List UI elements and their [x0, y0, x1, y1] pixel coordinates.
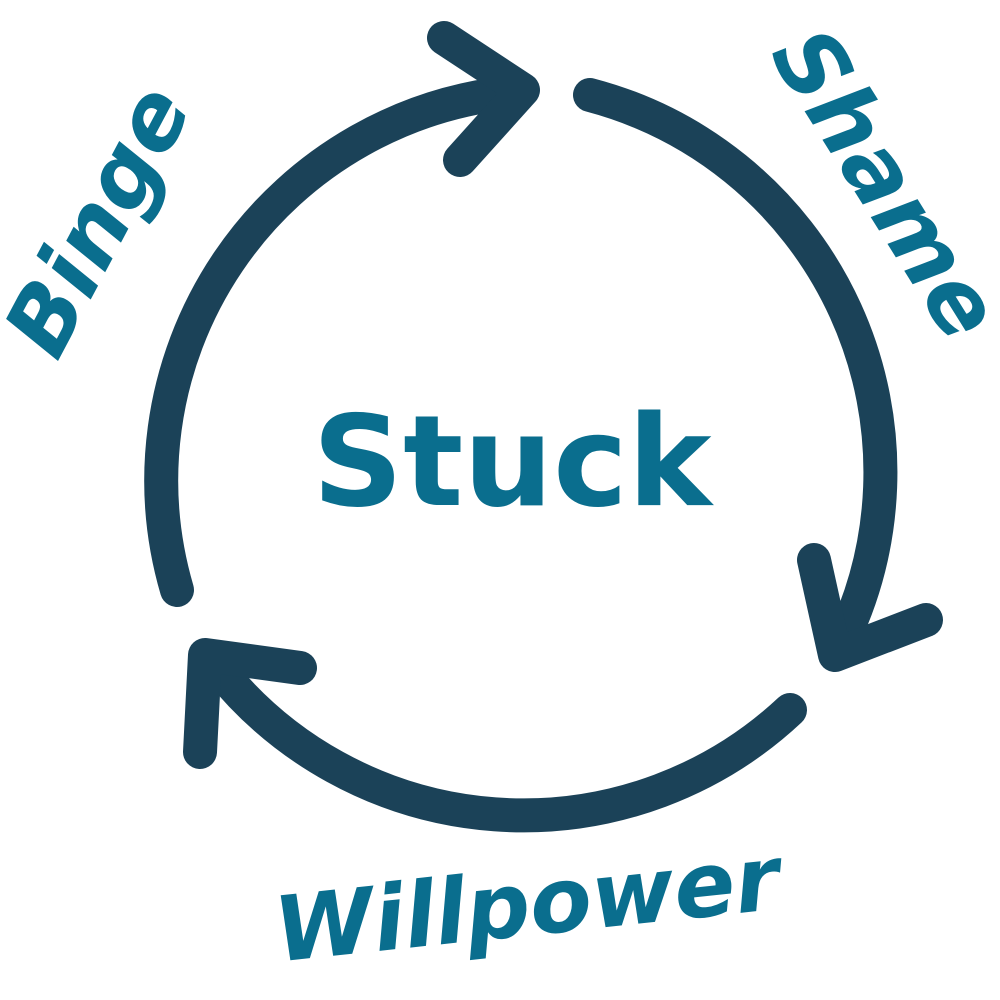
- center-label: Stuck: [312, 388, 714, 535]
- willpower-to-binge-arrowhead: [183, 638, 317, 769]
- shame-to-willpower-arrow: [573, 78, 943, 672]
- binge-to-shame-arrowhead: [427, 21, 540, 177]
- willpower-to-binge-arc: [201, 651, 807, 833]
- binge-to-shame-arrow: [144, 21, 540, 607]
- binge-to-shame-arc: [144, 75, 532, 607]
- shame-to-willpower-arrowhead: [797, 543, 943, 672]
- shame-to-willpower-arc: [573, 78, 898, 662]
- willpower-to-binge-arrow: [183, 638, 807, 833]
